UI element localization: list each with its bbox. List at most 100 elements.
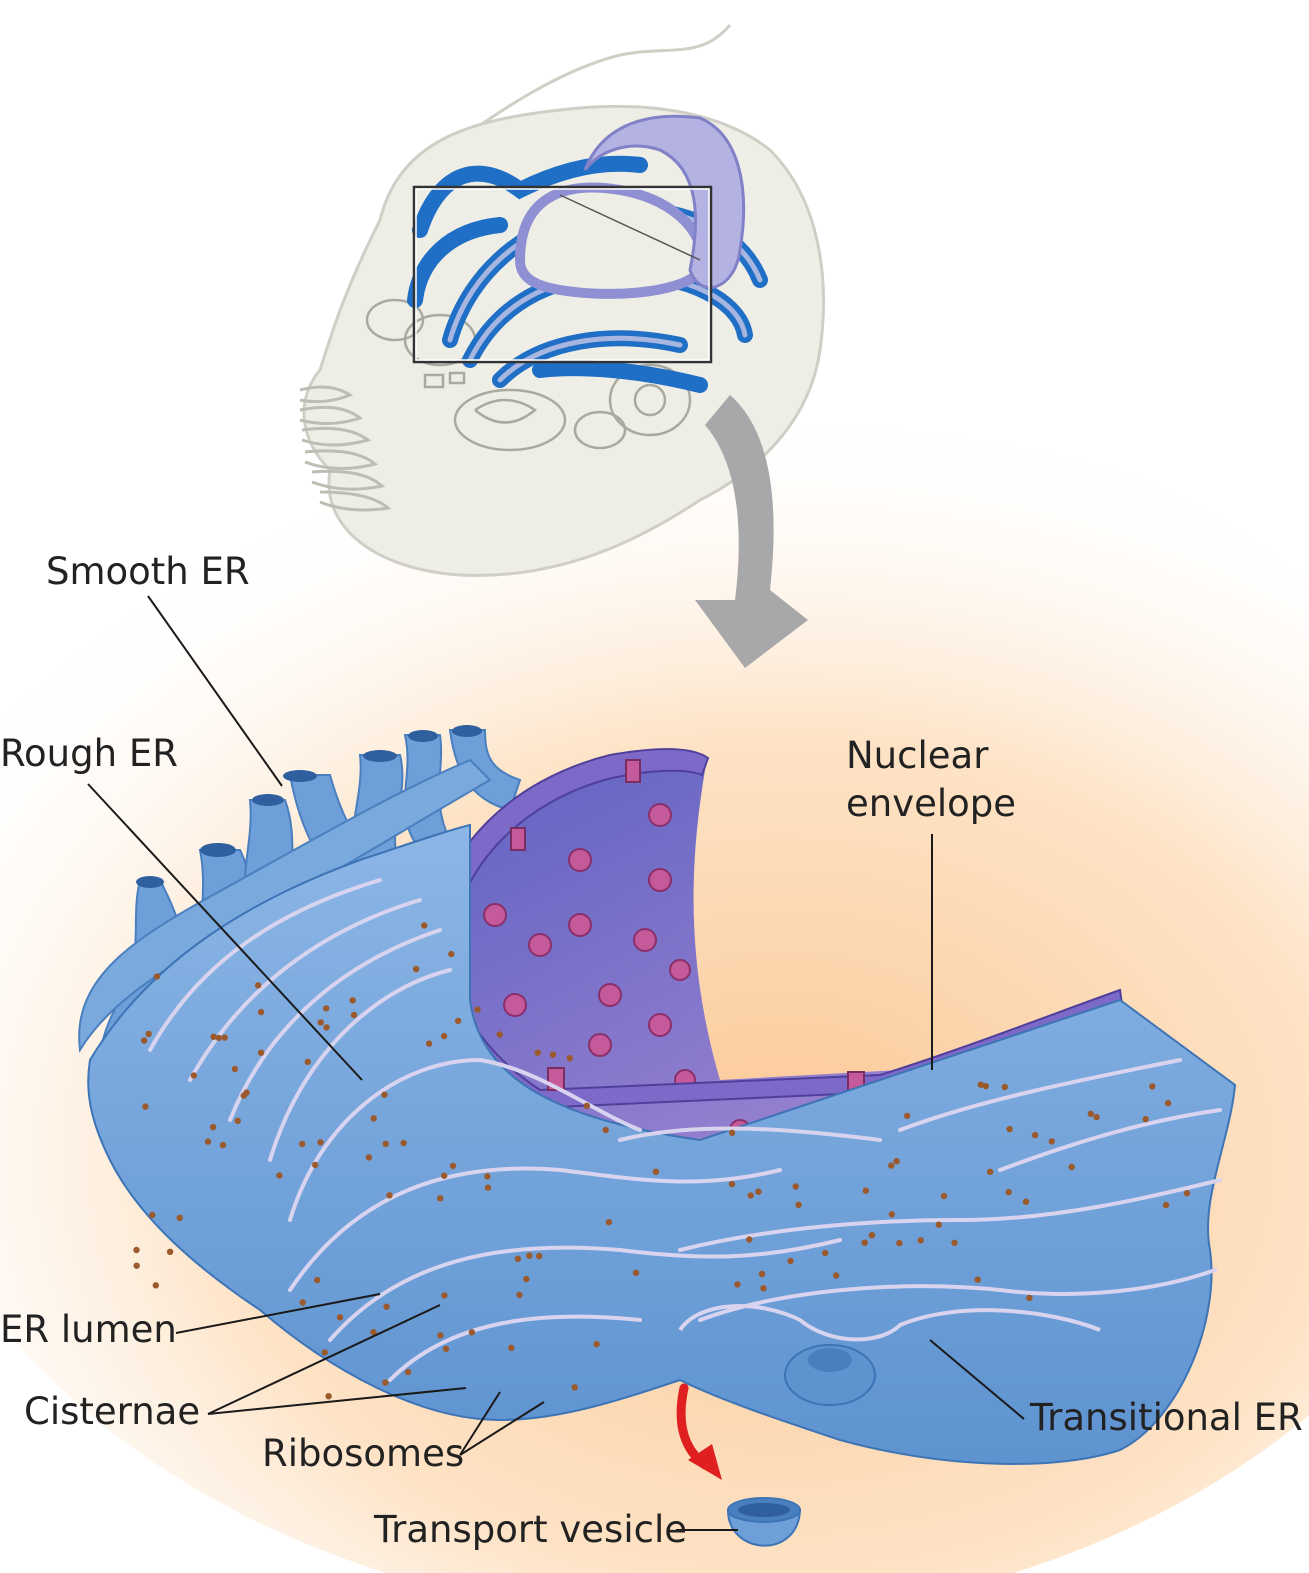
leader-ribosomes-1	[459, 1391, 501, 1456]
label-transitional-er: Transitional ER	[1030, 1396, 1303, 1439]
label-transport-vesicle: Transport vesicle	[374, 1508, 687, 1551]
leader-transitional-er	[929, 1339, 1025, 1420]
ribosome-dot	[833, 1272, 840, 1279]
ribosome-dot	[468, 1329, 476, 1336]
ribosome-dot	[1162, 1201, 1170, 1209]
ribosome-dot	[1031, 1131, 1039, 1139]
ribosome-dot	[1068, 1163, 1075, 1171]
ribosome-dot	[888, 1162, 895, 1169]
ribosome-dot	[951, 1239, 958, 1247]
ribosome-dot	[792, 1183, 799, 1190]
ribosome-dot	[516, 1291, 523, 1299]
ribosome-dot	[822, 1249, 829, 1257]
ribosome-dot	[254, 982, 262, 989]
ribosome-dot	[209, 1123, 217, 1131]
ribosome-dot	[404, 1368, 412, 1376]
label-rough-er: Rough ER	[0, 732, 178, 775]
ribosome-dot	[904, 1112, 911, 1120]
ribosome-dot	[893, 1158, 900, 1165]
leader-lines	[87, 595, 1025, 1531]
ribosome-dot	[276, 1172, 283, 1179]
ribosome-dot	[454, 1017, 462, 1024]
ribosome-dot	[400, 1139, 407, 1147]
rough-er-sheets	[78, 758, 1237, 1465]
ribosome-dot	[257, 1008, 265, 1016]
ribosome-dot	[365, 1154, 373, 1161]
ribosome-dot	[566, 1055, 573, 1062]
ribosome-dot	[974, 1276, 981, 1283]
ribosome-dot	[440, 1032, 448, 1040]
ribosome-dot	[474, 1006, 481, 1013]
ribosome-dot	[437, 1332, 444, 1339]
ribosome-dot	[312, 1161, 319, 1169]
ribosome-dot	[484, 1184, 492, 1191]
leader-ribosomes-2	[459, 1401, 545, 1456]
nuclear-pores	[483, 803, 1101, 1141]
ribosome-dot	[176, 1214, 183, 1222]
ribosome-dot	[602, 1126, 609, 1134]
ribosome-dot	[314, 1276, 321, 1284]
organelles	[365, 298, 692, 452]
ribosome-dot	[219, 1141, 227, 1149]
cell-overview	[299, 24, 825, 577]
ribosome-dot	[448, 950, 455, 958]
ribosome-dot	[728, 1129, 736, 1137]
ribosome-dot	[210, 1033, 217, 1041]
ribosome-dot	[508, 1344, 515, 1352]
ribosome-dot	[323, 1005, 330, 1012]
ribosome-dot	[496, 1031, 503, 1038]
label-cisternae: Cisternae	[24, 1390, 201, 1433]
ribosome-dot	[728, 1180, 736, 1188]
ribosome-dot	[1149, 1083, 1156, 1090]
ribosome-dot	[149, 1211, 156, 1219]
ribosome-dot	[243, 1089, 250, 1096]
ribosome-dot	[534, 1049, 541, 1056]
ribosome-dot	[1026, 1294, 1033, 1302]
ribosome-dot	[1093, 1113, 1100, 1121]
ribosome-dot	[441, 1172, 448, 1179]
ribosome-dot	[231, 1065, 239, 1073]
zoom-rectangle	[412, 185, 713, 364]
ribosome-dot	[1006, 1125, 1013, 1133]
ribosome-dot	[1005, 1189, 1012, 1196]
ribosome-dot	[896, 1239, 903, 1247]
ribosome-dot	[370, 1115, 377, 1122]
ribosome-dot	[760, 1285, 767, 1292]
ribosome-dot	[571, 1384, 578, 1391]
label-smooth-er: Smooth ER	[46, 550, 250, 593]
leader-cisternae-1	[207, 1304, 441, 1415]
ribosome-dot	[514, 1255, 522, 1263]
ribosome-dot	[1164, 1099, 1172, 1107]
ribosome-dot	[917, 1237, 924, 1244]
ribosome-dot	[441, 1292, 448, 1299]
ribosome-dot	[234, 1117, 241, 1125]
zoom-pointer-line	[559, 194, 701, 261]
ribosome-dot	[321, 1349, 328, 1356]
ribosome-dot	[1183, 1190, 1191, 1197]
ribosome-dot	[734, 1281, 741, 1288]
ribosome-dot	[795, 1201, 802, 1209]
ribosomes-dots	[133, 922, 1191, 1400]
ribosome-dot	[204, 1138, 212, 1145]
label-er-lumen: ER lumen	[0, 1308, 177, 1351]
ribosome-dot	[299, 1140, 306, 1148]
ribosome-dot	[861, 1239, 868, 1246]
ribosome-dot	[1142, 1116, 1149, 1123]
ribosome-dot	[257, 1049, 265, 1056]
ribosome-dot	[425, 1040, 433, 1047]
ribosome-dot	[421, 922, 428, 929]
transport-vesicle	[726, 1497, 802, 1547]
ribosome-dot	[536, 1252, 543, 1260]
ribosome-dot	[862, 1187, 869, 1194]
label-ribosomes: Ribosomes	[262, 1432, 465, 1475]
ribosome-dot	[381, 1091, 388, 1098]
ribosome-dot	[221, 1034, 228, 1041]
label-nuclear-envelope-line2: envelope	[846, 782, 1017, 825]
ribosome-dot	[383, 1303, 390, 1310]
cisternae-lines	[148, 878, 1222, 1382]
ribosome-dot	[605, 1218, 613, 1226]
ribosome-dot	[370, 1329, 377, 1336]
ribosome-dot	[325, 1393, 332, 1400]
ribosome-dot	[549, 1051, 557, 1058]
